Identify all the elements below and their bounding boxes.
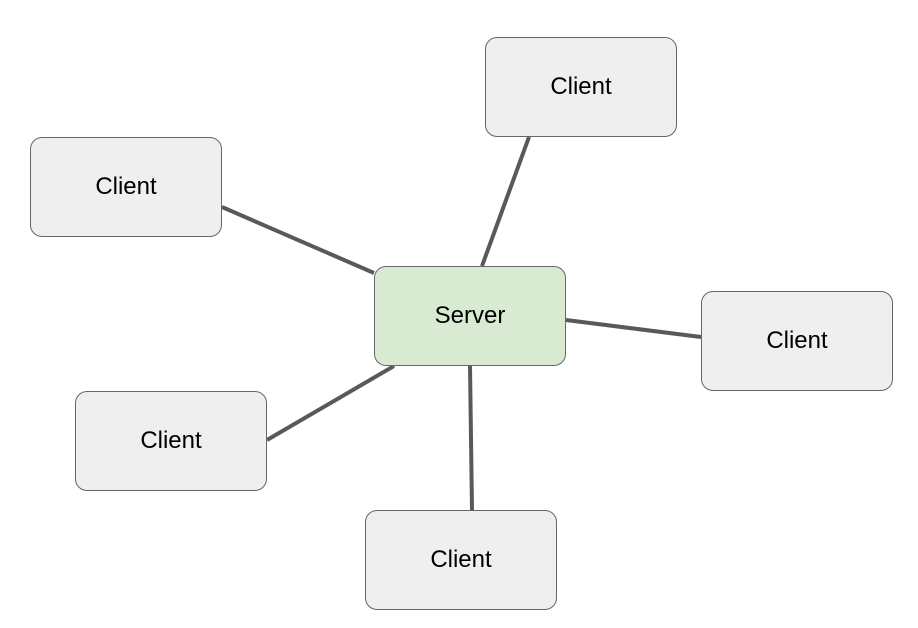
server-node: Server <box>374 266 566 366</box>
client-node-upper-left: Client <box>30 137 222 237</box>
client-label: Client <box>550 73 612 100</box>
connector-server-client-right <box>565 318 702 339</box>
connector-server-client-lower-left <box>265 364 396 442</box>
client-label: Client <box>766 327 828 354</box>
client-label: Client <box>140 427 202 454</box>
client-node-top: Client <box>485 37 677 137</box>
client-label: Client <box>430 546 492 573</box>
server-label: Server <box>434 302 506 329</box>
client-node-lower-left: Client <box>75 391 267 491</box>
client-label: Client <box>95 173 157 200</box>
connector-server-client-bottom <box>468 365 474 511</box>
client-node-bottom: Client <box>365 510 557 610</box>
connector-server-client-upper-left <box>221 205 375 275</box>
client-node-right: Client <box>701 291 893 391</box>
connector-server-client-top <box>480 136 531 267</box>
